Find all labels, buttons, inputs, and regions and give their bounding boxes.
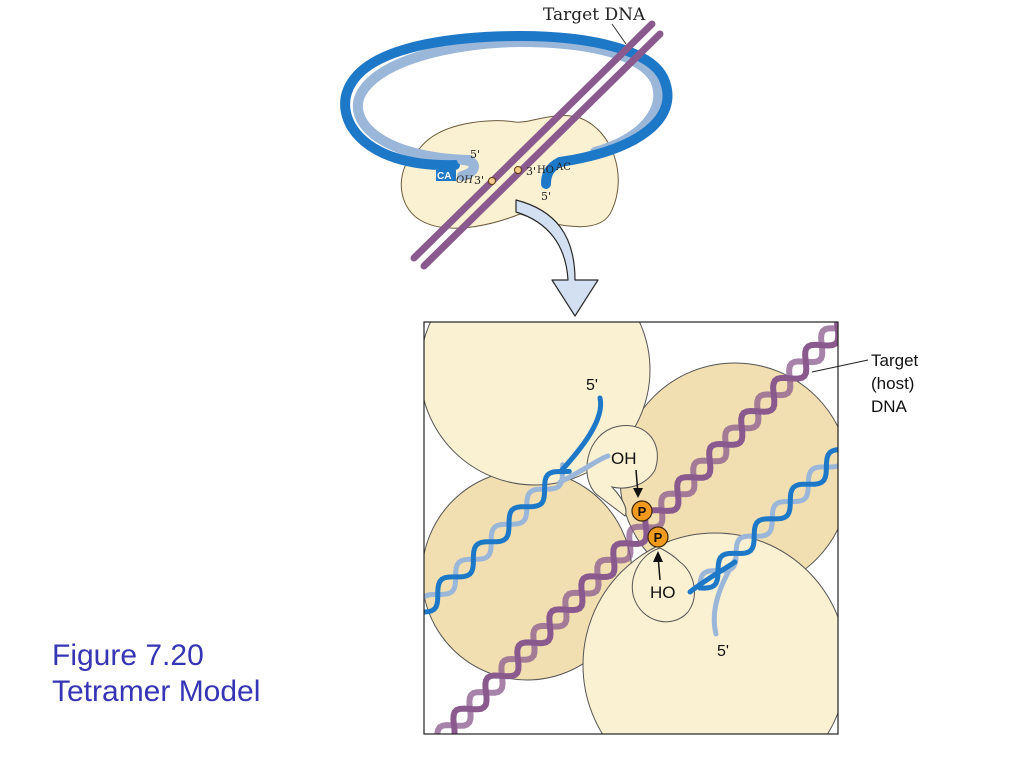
target-dna-helix-strand-b bbox=[434, 325, 838, 734]
upper-active-pocket bbox=[586, 425, 658, 517]
left-three-prime-label: 3' bbox=[474, 174, 484, 187]
target-host-dna-label-line1: Target bbox=[871, 351, 919, 370]
bottom-panel: P P 5' OH HO 5' Target (host) DNA bbox=[423, 321, 919, 735]
upper-attack-arrowhead bbox=[633, 488, 643, 498]
top-panel: Target DNA 5' CA OH 3' 3' HO AC 5' bbox=[340, 5, 673, 270]
target-dna-helix-strand-a bbox=[450, 322, 838, 734]
upper-five-prime-end bbox=[559, 395, 604, 473]
figure-number: Figure 7.20 bbox=[52, 639, 204, 672]
lower-attack-arrowhead bbox=[653, 551, 663, 562]
lower-ho-label: HO bbox=[650, 583, 676, 602]
target-dna-label: Target DNA bbox=[543, 5, 646, 25]
right-ho-label: HO bbox=[537, 165, 554, 176]
right-three-prime-label: 3' bbox=[526, 165, 536, 178]
phosphate-1-label: P bbox=[638, 504, 647, 519]
lower-five-prime-label: 5' bbox=[717, 643, 729, 660]
right-ac-label: AC bbox=[555, 162, 571, 173]
ca-label: CA bbox=[437, 171, 451, 182]
transition-arrow bbox=[515, 199, 599, 317]
target-dna-callout bbox=[611, 23, 627, 45]
right-attack-site bbox=[514, 166, 522, 174]
bottom-panel-frame bbox=[423, 321, 839, 735]
left-five-prime-label: 5' bbox=[470, 148, 480, 161]
target-host-dna-label-line2: (host) bbox=[871, 374, 914, 393]
target-dna-strand-2 bbox=[420, 30, 664, 270]
viral-dna-left-end bbox=[457, 155, 479, 181]
figure-caption: Figure 7.20 Tetramer Model bbox=[52, 638, 260, 710]
viral-dna-loop-back bbox=[352, 36, 664, 165]
viral-dna-right-strand-dark bbox=[697, 447, 838, 591]
phosphate-2-label: P bbox=[654, 530, 663, 545]
target-host-dna-label-line3: DNA bbox=[871, 397, 908, 416]
viral-dna-left-strand-light bbox=[424, 462, 566, 601]
right-five-prime-label: 5' bbox=[541, 190, 551, 203]
phosphate-1: P bbox=[631, 500, 653, 522]
lower-three-prime-end bbox=[687, 559, 738, 595]
target-dna-strand-1 bbox=[410, 20, 656, 262]
viral-dna-left-strand-dark bbox=[424, 468, 572, 615]
ca-tag bbox=[436, 170, 456, 181]
upper-three-prime-end bbox=[557, 453, 611, 485]
target-host-dna-callout bbox=[811, 359, 869, 373]
left-oh-label: OH bbox=[456, 175, 473, 186]
upper-oh-label: OH bbox=[611, 449, 637, 468]
viral-dna-loop-front bbox=[340, 30, 673, 189]
figure-title: Tetramer Model bbox=[52, 675, 261, 708]
integrase-protein bbox=[400, 115, 619, 229]
upper-five-prime-label: 5' bbox=[586, 377, 598, 394]
phosphate-2: P bbox=[647, 526, 669, 548]
lower-active-pocket bbox=[631, 547, 695, 623]
left-attack-site bbox=[488, 177, 496, 185]
